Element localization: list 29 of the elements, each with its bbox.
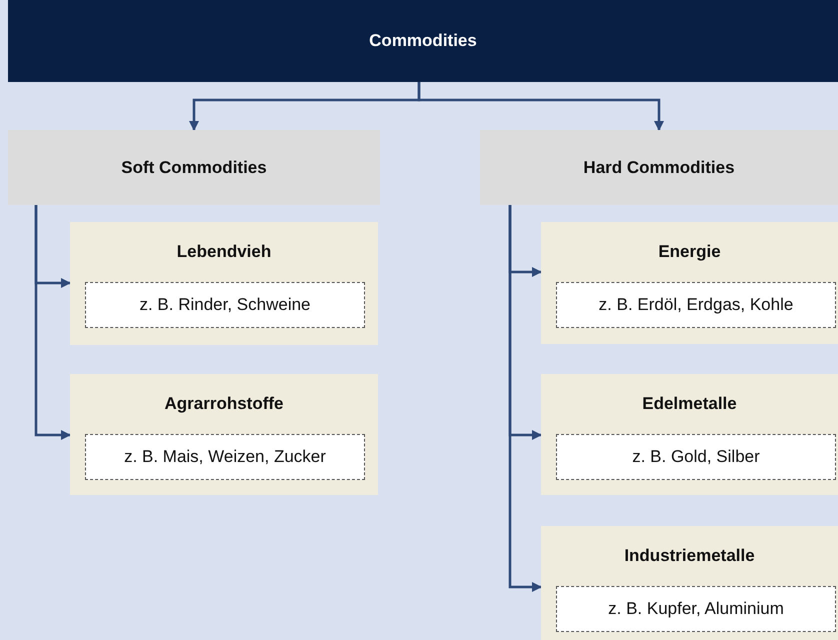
example-box	[556, 282, 836, 328]
heading-text: Agrarrohstoffe	[163, 394, 284, 414]
example-box	[85, 282, 365, 328]
example-box	[556, 586, 836, 632]
group-card	[70, 374, 378, 495]
heading-text: Soft Commodities	[121, 158, 267, 178]
example-text: z. B. Erdöl, Erdgas, Kohle	[598, 295, 794, 315]
example-text: z. B. Gold, Silber	[632, 447, 760, 467]
connector-arrow	[34, 205, 71, 440]
category-box	[480, 130, 838, 205]
group-card	[541, 374, 838, 495]
heading-text: Edelmetalle	[641, 394, 738, 414]
heading-text: Commodities	[369, 31, 477, 51]
example-text: z. B. Kupfer, Aluminium	[608, 599, 784, 619]
example-box	[85, 434, 365, 480]
connector-arrow	[418, 82, 664, 131]
heading-text: Industriemetalle	[623, 546, 756, 566]
example-text: z. B. Mais, Weizen, Zucker	[124, 447, 326, 467]
group-card	[541, 222, 838, 344]
heading-text: Hard Commodities	[583, 158, 735, 178]
heading-text: Lebendvieh	[176, 242, 272, 262]
group-card	[70, 222, 378, 345]
group-card	[541, 526, 838, 640]
header-bar	[8, 0, 838, 82]
example-text: z. B. Rinder, Schweine	[139, 295, 311, 315]
connector-arrow	[508, 205, 542, 592]
example-box	[556, 434, 836, 480]
category-box	[8, 130, 380, 205]
heading-text: Energie	[657, 242, 722, 262]
